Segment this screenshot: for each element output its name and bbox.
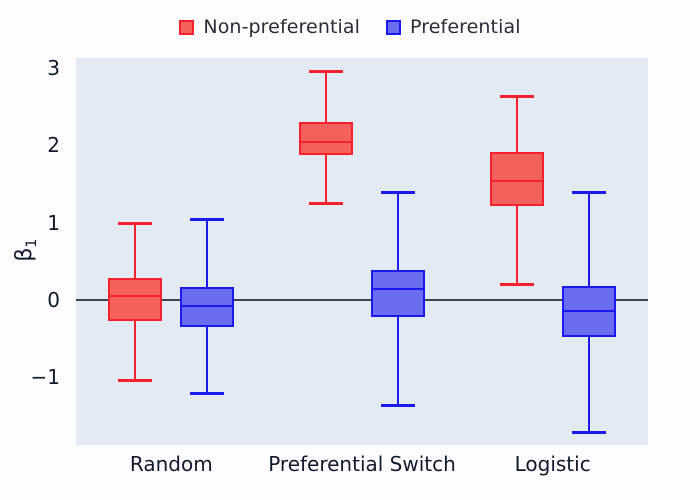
median-line (489, 179, 544, 182)
y-axis-tick-label: 1 (47, 210, 60, 235)
plot-area (76, 58, 648, 445)
median-line (180, 304, 235, 307)
y-axis-ticks: 3 2 1 0 −1 (0, 56, 68, 445)
x-axis-tick-label: Random (129, 452, 213, 476)
y-axis-tick-label: 2 (47, 133, 60, 158)
whisker-cap (381, 190, 415, 194)
whisker-cap (381, 403, 415, 407)
legend-entry-non-preferential[interactable]: Non-preferential (179, 16, 360, 38)
legend-label-non-preferential: Non-preferential (203, 16, 361, 38)
median-line (108, 294, 163, 297)
box-iqr[interactable] (299, 122, 353, 155)
legend-swatch-non-preferential (179, 19, 195, 35)
y-axis-tick-label: −1 (30, 365, 60, 390)
whisker-cap (571, 430, 606, 434)
x-axis-tick-label: Preferential Switch (268, 452, 456, 476)
box-iqr[interactable] (180, 287, 235, 327)
whisker-cap (190, 392, 225, 396)
box-iqr[interactable] (108, 278, 163, 322)
y-axis-tick-label: 3 (47, 56, 60, 81)
whisker-cap (571, 190, 606, 194)
median-line (299, 141, 353, 144)
whisker-cap (309, 202, 343, 206)
x-axis-ticks: Random Preferential Switch Logistic (76, 452, 648, 486)
legend-swatch-preferential (386, 19, 402, 35)
median-line (561, 310, 616, 313)
legend-label-preferential: Preferential (410, 16, 521, 38)
whisker-cap (309, 70, 343, 74)
median-line (371, 287, 425, 290)
whisker-cap (118, 379, 153, 383)
whisker-cap (499, 282, 534, 286)
whisker-cap (499, 94, 534, 98)
whisker-cap (118, 221, 153, 225)
x-axis-tick-label: Logistic (514, 452, 591, 476)
legend-entry-preferential[interactable]: Preferential (386, 16, 521, 38)
whisker-cap (190, 217, 225, 221)
box-iqr[interactable] (489, 152, 544, 207)
box-iqr[interactable] (371, 270, 425, 317)
y-axis-tick-label: 0 (47, 287, 60, 312)
chart-legend: Non-preferential Preferential (0, 10, 700, 44)
zero-reference-line (76, 298, 648, 301)
